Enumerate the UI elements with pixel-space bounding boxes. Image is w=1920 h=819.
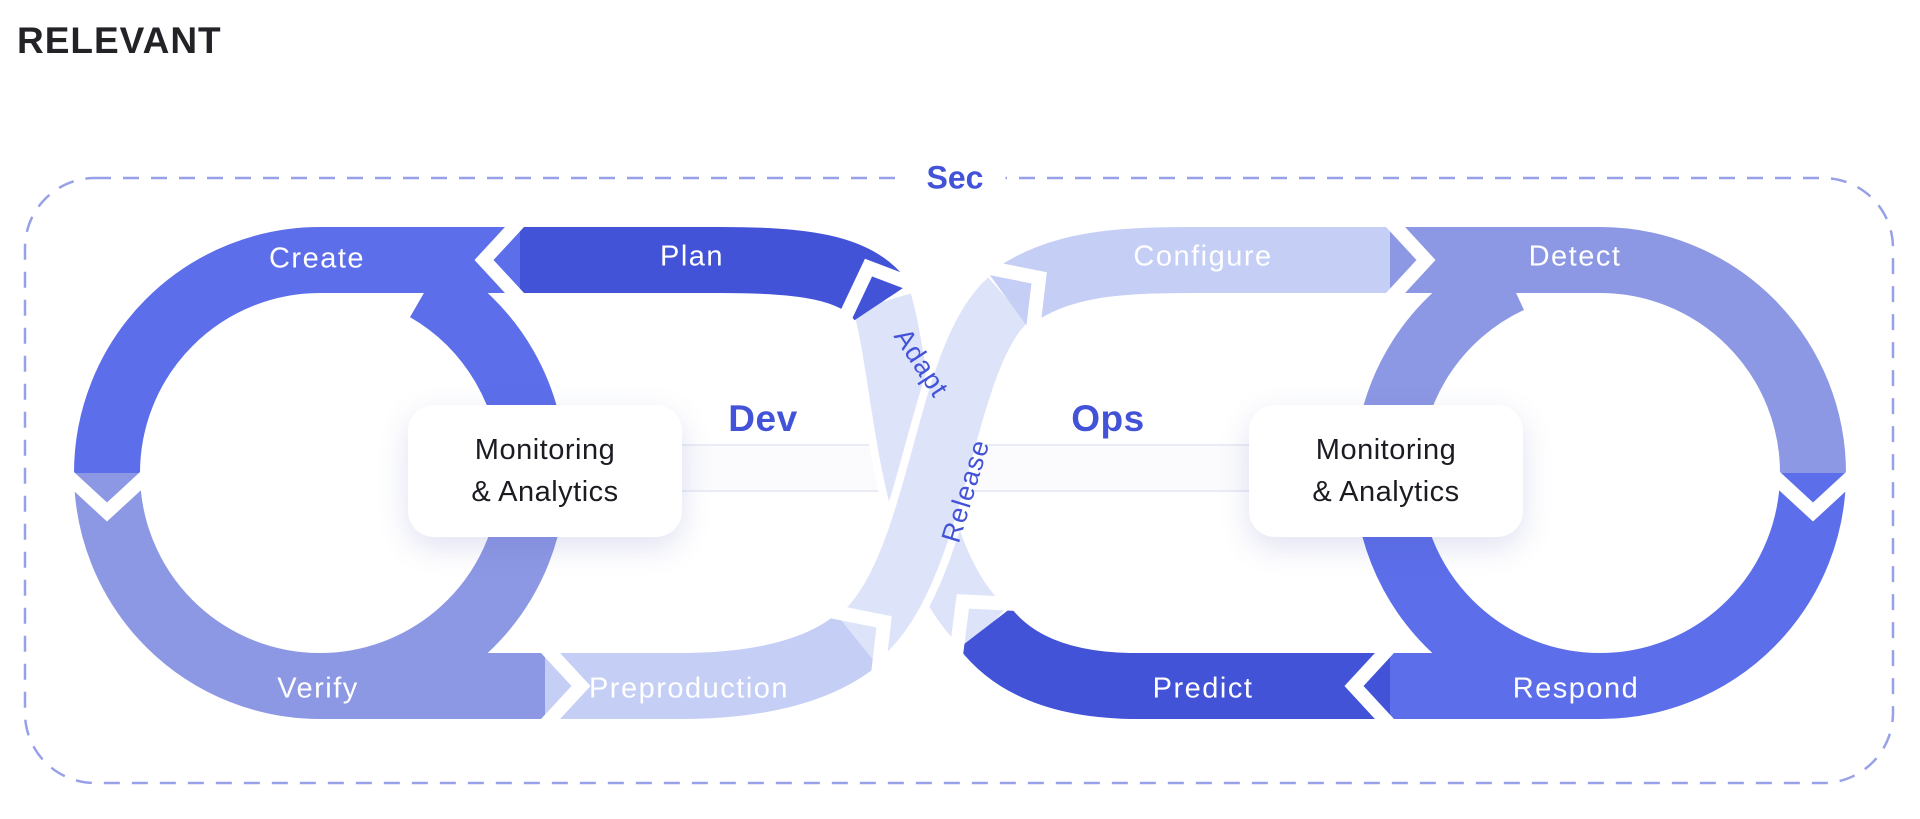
plan-segment-label: Plan xyxy=(659,240,725,273)
dev-label: Dev xyxy=(728,398,798,439)
chevron-predict-to-adapt xyxy=(946,594,1034,673)
verify-segment-label: Verify xyxy=(277,672,359,705)
respond-segment-label: Respond xyxy=(1512,672,1640,705)
monitoring-analytics-card-ops: Monitoring & Analytics xyxy=(1249,405,1523,537)
chevron-configure-to-detect xyxy=(1372,203,1436,317)
sec-dashed-border xyxy=(23,176,1895,785)
predict-segment-label: Predict xyxy=(1152,672,1254,705)
segment-verify xyxy=(74,472,545,719)
chevron-plan-to-create xyxy=(474,203,538,317)
segment-plan xyxy=(520,227,910,323)
ops-label: Ops xyxy=(1071,398,1145,439)
monitoring-analytics-card-dev: Monitoring & Analytics xyxy=(408,405,682,537)
monitoring-line1: Monitoring xyxy=(1315,433,1457,466)
segment-respond xyxy=(1390,472,1846,719)
create-segment-label: Create xyxy=(268,242,366,275)
configure-segment-label: Configure xyxy=(1133,240,1273,273)
chevron-respond-to-predict xyxy=(1344,629,1408,743)
segment-configure xyxy=(988,227,1390,328)
sec-label: Sec xyxy=(904,159,1006,197)
chevron-preproduction-to-release xyxy=(813,601,892,693)
chevron-release-to-configure xyxy=(968,257,1047,349)
preproduction-segment-label: Preproduction xyxy=(588,672,790,705)
chevron-verify-to-preproduction xyxy=(527,629,591,743)
chevron-create-to-verify xyxy=(50,458,164,522)
detect-segment-label: Detect xyxy=(1528,240,1622,273)
segment-detect xyxy=(1390,227,1846,474)
segment-predict xyxy=(958,606,1390,719)
segment-preproduction xyxy=(545,613,878,719)
monitoring-line2: & Analytics xyxy=(471,476,619,508)
page-title: RELEVANT xyxy=(17,20,222,61)
chevron-detect-to-respond xyxy=(1756,458,1870,522)
monitoring-line2: & Analytics xyxy=(1312,476,1460,508)
chevron-adapt-to-plan xyxy=(831,258,938,335)
segment-create xyxy=(74,227,520,474)
release-ribbon xyxy=(833,277,1030,667)
monitoring-line1: Monitoring xyxy=(474,433,616,466)
